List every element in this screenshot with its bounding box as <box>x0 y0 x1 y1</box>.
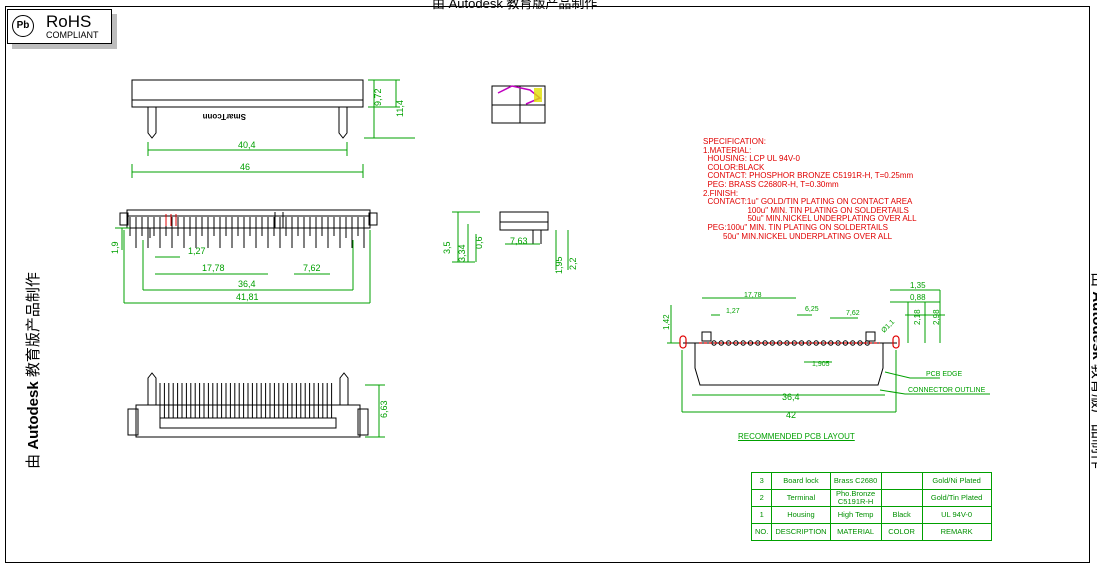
dim-label: 3,5 <box>442 241 452 254</box>
dim-label: 7,62 <box>846 310 860 317</box>
rohs-badge: Pb RoHS COMPLIANT <box>7 9 117 49</box>
bom-cell <box>880 489 923 507</box>
bom-cell: COLOR <box>880 523 923 541</box>
dim-label: 1,27 <box>726 308 740 315</box>
dim-label: Ø1,1 <box>880 319 896 335</box>
dim-label: 0,6 <box>474 236 484 249</box>
spec-line: 2.FINISH: <box>703 188 739 198</box>
dim-label: 2,98 <box>932 309 941 325</box>
dim-label: 2,2 <box>568 257 578 270</box>
dim-label: 41,81 <box>236 292 259 302</box>
dim-label: 1,905 <box>812 361 830 368</box>
pcb-hole <box>857 340 863 346</box>
bom-cell: REMARK <box>921 523 992 541</box>
dim-label: 1,35 <box>910 281 926 290</box>
spec-line: HOUSING: LCP UL 94V-0 <box>703 154 800 164</box>
bom-cell: Gold/Ni Plated <box>921 472 992 490</box>
bom-cell: MATERIAL <box>829 523 882 541</box>
spec-line: PEG: BRASS C2680R-H, T=0.30mm <box>703 179 839 189</box>
spec-line: 50u" MIN.NICKEL UNDERPLATING OVER ALL <box>703 214 917 224</box>
spec-line: 100u" MIN. TIN PLATING ON SOLDERTAILS <box>703 205 909 215</box>
housing-label: SmarTconn <box>202 112 246 121</box>
bom-cell: 2 <box>750 489 773 507</box>
bom-cell: DESCRIPTION <box>771 523 831 541</box>
bom-cell: NO. <box>750 523 773 541</box>
bottom-view <box>127 372 369 438</box>
bom-cell: Housing <box>771 506 831 524</box>
iso-view <box>491 85 546 124</box>
dim-label: 42 <box>786 410 796 420</box>
pcb-edge-label: PCB EDGE <box>926 371 963 378</box>
dim-label: 7,63 <box>510 236 528 246</box>
dim-label: 1,27 <box>188 246 206 256</box>
pcb-layout <box>683 331 897 386</box>
dim-label: 6,63 <box>379 400 389 418</box>
dim-label: 36,4 <box>782 392 800 402</box>
bom-cell: Pho.Bronze C5191R-H <box>829 489 882 507</box>
bom-cell: Gold/Tin Plated <box>921 489 992 507</box>
spec-line: CONTACT:1u" GOLD/TIN PLATING ON CONTACT … <box>703 197 913 207</box>
connector-outline-label: CONNECTOR OUTLINE <box>908 387 986 394</box>
pcb-hole <box>733 340 739 346</box>
pcb-hole <box>747 340 754 346</box>
bom-cell: Brass C2680 <box>829 472 882 490</box>
rohs-title: RoHS <box>46 12 92 31</box>
pcb-hole <box>828 340 834 346</box>
spec-line: 1.MATERIAL: <box>703 145 752 155</box>
pb-free-icon: Pb <box>12 15 34 37</box>
bom-cell <box>880 472 923 490</box>
dim-label: 1,42 <box>662 314 671 330</box>
side-view <box>499 211 549 244</box>
dim-label: 1,9 <box>110 241 120 254</box>
dim-label: 3,34 <box>457 244 467 262</box>
drawing-frame <box>5 6 1090 563</box>
dim-label: 17,78 <box>202 263 225 273</box>
dim-label: 1,95 <box>554 256 564 274</box>
bom-cell: 3 <box>750 472 773 490</box>
recommended-pcb-layout-caption: RECOMMENDED PCB LAYOUT <box>738 432 855 441</box>
pcb-hole <box>842 340 849 346</box>
dim-label: 6,25 <box>805 306 819 313</box>
bom-cell: 1 <box>750 506 773 524</box>
bom-cell: Terminal <box>771 489 831 507</box>
spec-line: COLOR:BLACK <box>703 162 765 172</box>
dim-label: 11,4 <box>395 100 405 117</box>
dim-label: 0,88 <box>910 293 926 302</box>
bom-cell: Board lock <box>771 472 831 490</box>
dim-label: 7,62 <box>303 263 321 273</box>
bom-cell: Black <box>880 506 923 524</box>
specification-block: SPECIFICATION:1.MATERIAL: HOUSING: LCP U… <box>703 137 917 241</box>
dim-label: 17,78 <box>744 292 762 299</box>
spec-line: SPECIFICATION: <box>703 137 766 146</box>
pcb-hole <box>762 340 768 346</box>
rohs-subtitle: COMPLIANT <box>46 30 99 40</box>
watermark-top: 由 Autodesk 教育版产品制作 <box>432 0 598 11</box>
front-view <box>119 209 378 248</box>
spec-line: CONTACT: PHOSPHOR BRONZE C5191R-H, T=0.2… <box>703 171 914 181</box>
dim-label: 9,72 <box>373 88 383 106</box>
dim-label: 40,4 <box>238 140 256 150</box>
bom-cell: High Temp <box>829 506 882 524</box>
bom-cell: UL 94V-0 <box>921 506 992 524</box>
top-view <box>131 79 364 139</box>
dim-label: 46 <box>240 162 250 172</box>
dim-label: 2,18 <box>913 309 922 325</box>
dim-label: 36,4 <box>238 279 256 289</box>
spec-line: PEG:100u" MIN. TIN PLATING ON SOLDERTAIL… <box>703 222 888 232</box>
spec-line: 50u" MIN.NICKEL UNDERPLATING OVER ALL <box>703 231 893 241</box>
